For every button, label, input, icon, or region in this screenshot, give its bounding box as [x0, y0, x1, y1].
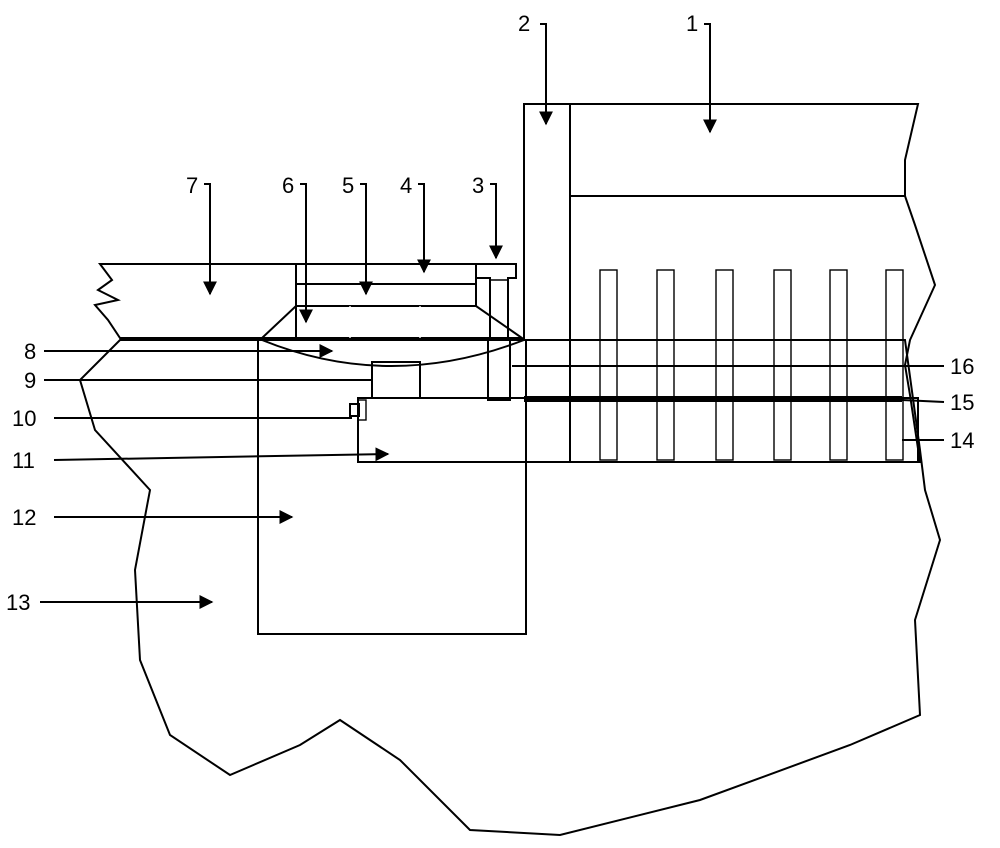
- pavement-7: [93, 263, 297, 339]
- soil-foundation: [78, 339, 942, 837]
- inlet-3: [475, 263, 517, 339]
- bar-15: [524, 396, 902, 402]
- post-16: [487, 339, 511, 401]
- layer-6: [259, 305, 526, 339]
- chamber-12: [257, 339, 527, 635]
- label-14: 14: [950, 428, 974, 453]
- label-8: 8: [24, 339, 36, 364]
- label-4: 4: [400, 173, 412, 198]
- label-15: 15: [950, 390, 974, 415]
- label-11: 11: [12, 448, 35, 473]
- layer-4: [295, 263, 477, 285]
- label-12: 12: [12, 505, 36, 530]
- label-6: 6: [282, 173, 294, 198]
- top-block: [569, 103, 920, 197]
- label-9: 9: [24, 368, 36, 393]
- label-16: 16: [950, 354, 974, 379]
- label-10: 10: [12, 406, 36, 431]
- label-7: 7: [186, 173, 198, 198]
- label-2: 2: [518, 11, 530, 36]
- layer-5: [295, 283, 477, 307]
- valve-10: [349, 403, 360, 417]
- label-3: 3: [472, 173, 484, 198]
- embankment-sand-fill: [569, 195, 937, 463]
- label-13: 13: [6, 590, 30, 615]
- label-1: 1: [686, 11, 698, 36]
- inlet-3-fill: [489, 279, 509, 339]
- support-9: [371, 361, 421, 399]
- drain-pipe: [357, 397, 919, 463]
- leader-lines: [40, 23, 945, 609]
- label-5: 5: [342, 173, 354, 198]
- brick-wall: [523, 103, 571, 341]
